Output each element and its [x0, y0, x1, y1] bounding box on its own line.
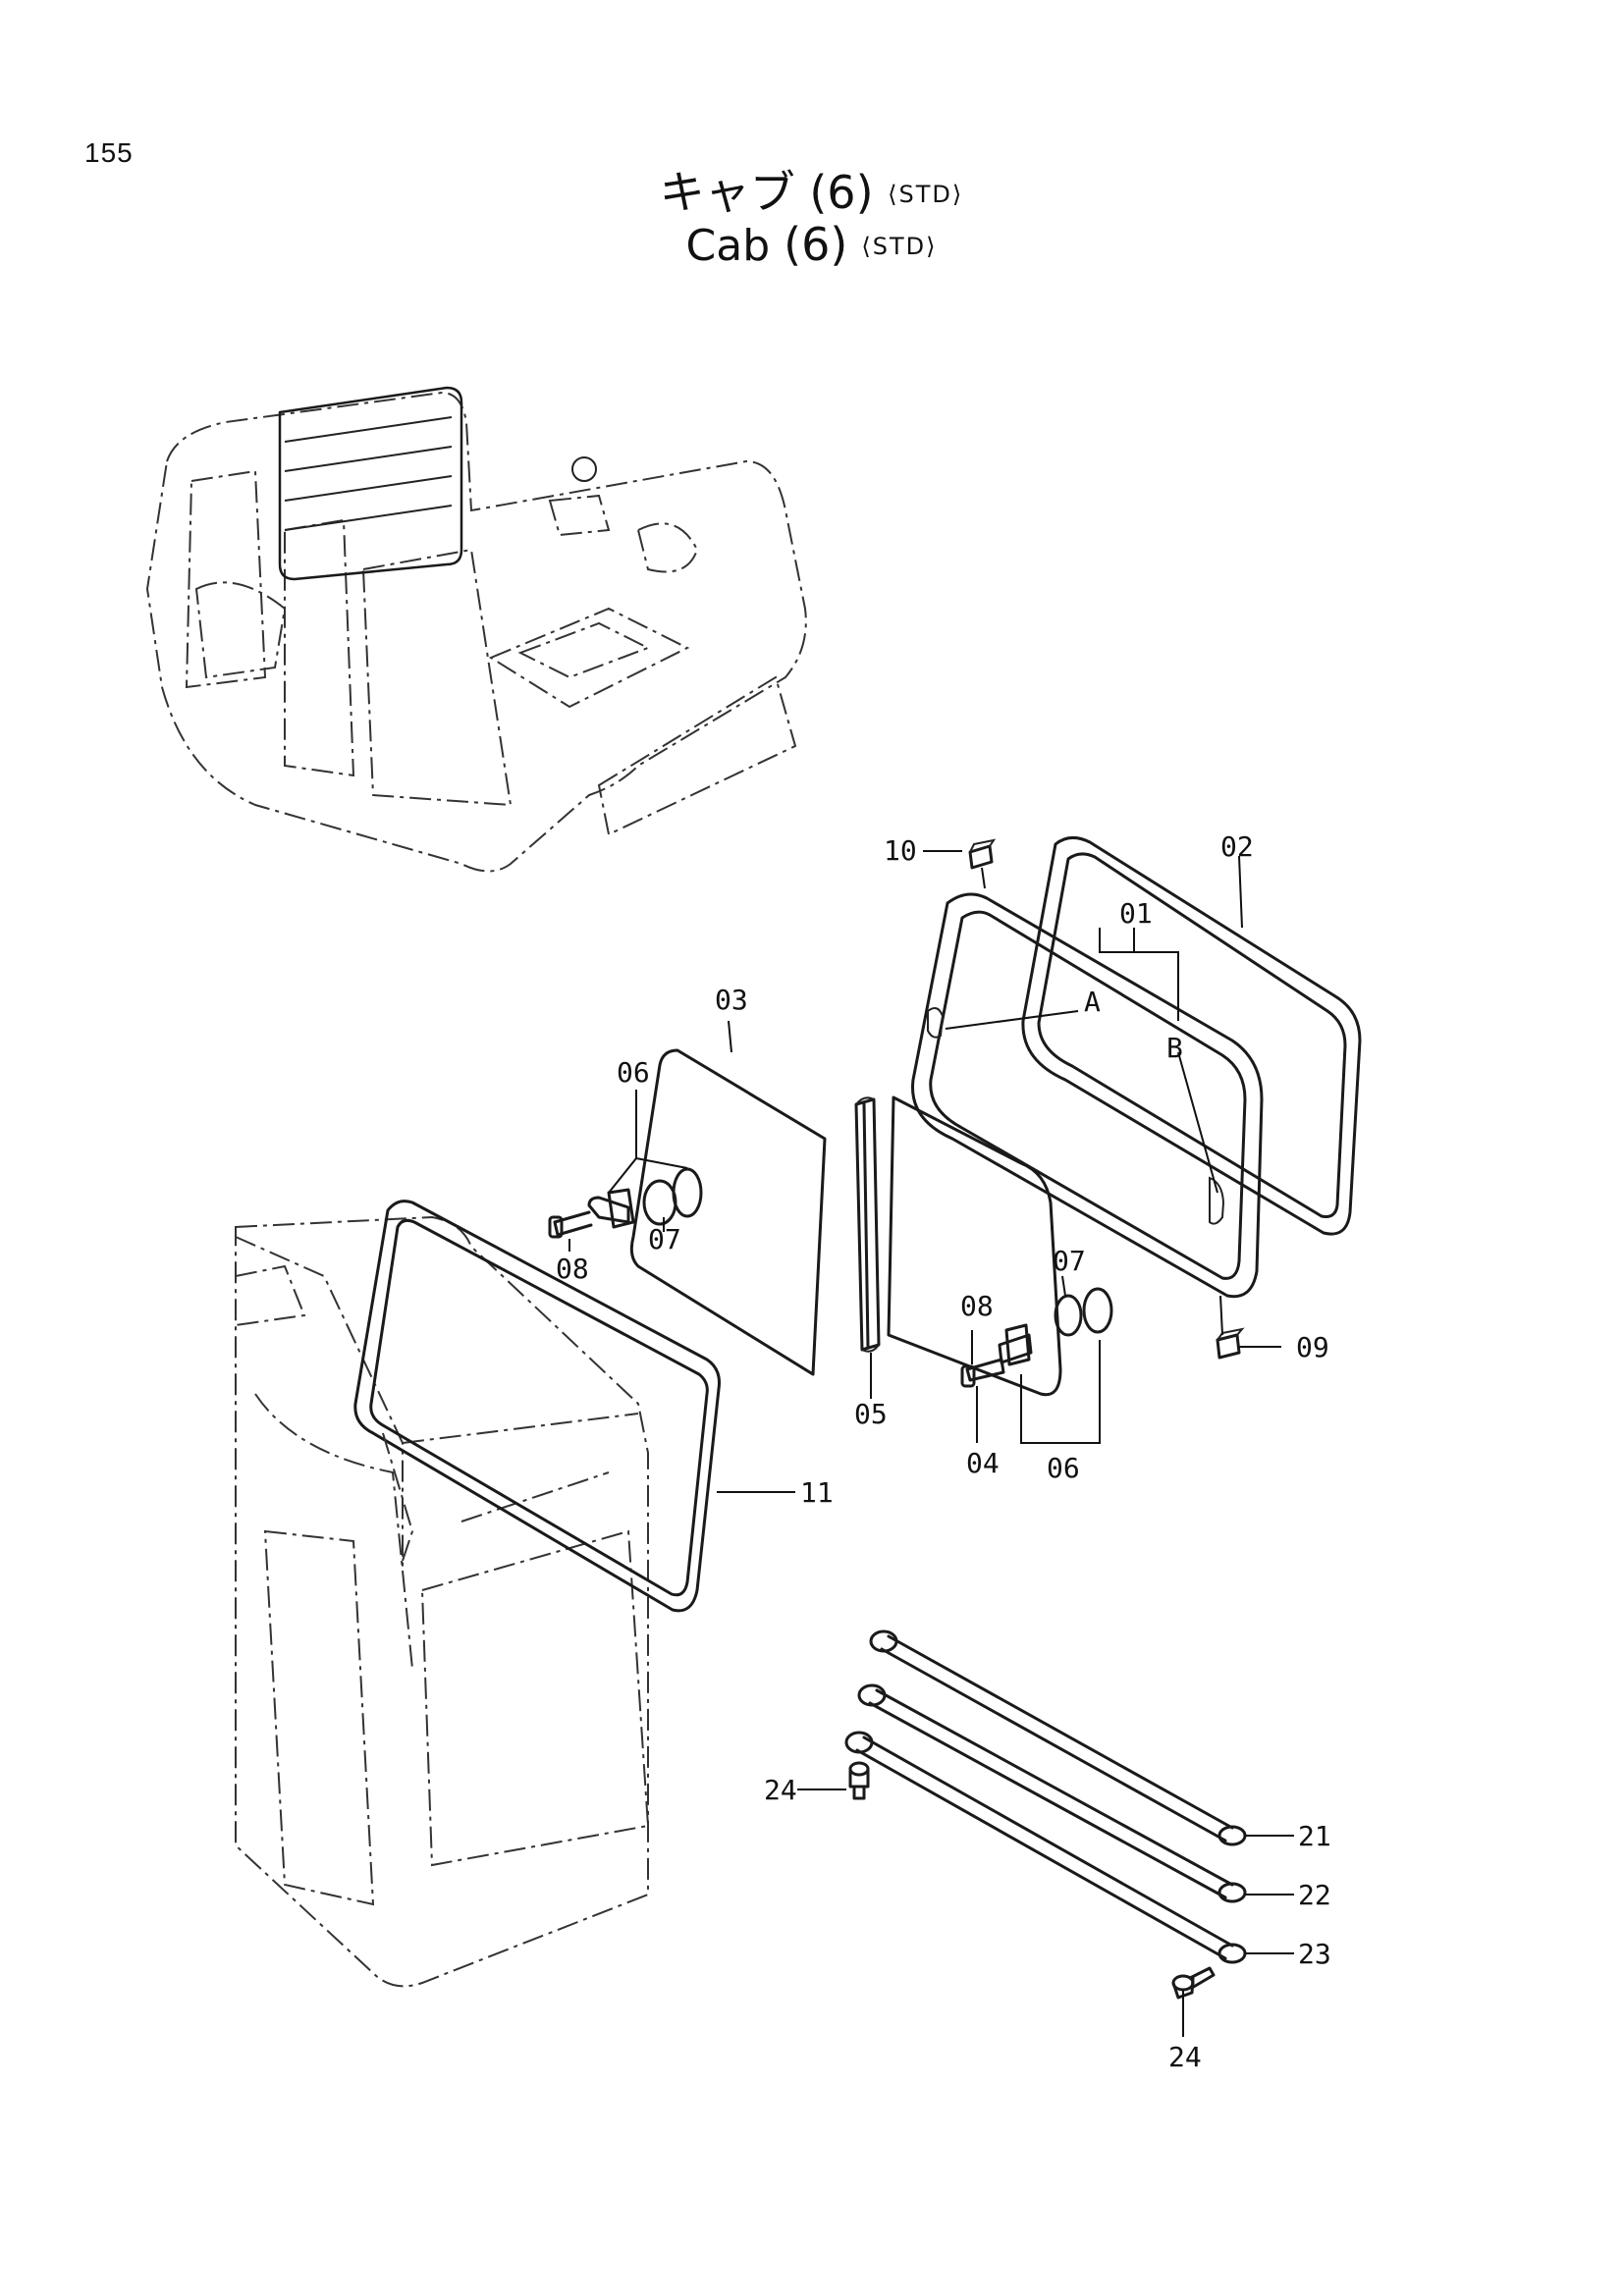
callout-11: 11	[800, 1476, 834, 1509]
callout-06-right: 06	[1047, 1452, 1080, 1484]
callout-06-left: 06	[617, 1056, 650, 1089]
latch-assembly-left	[548, 1167, 703, 1239]
part-03-glass	[629, 1048, 827, 1376]
ref-a: A	[1084, 986, 1101, 1018]
callout-22: 22	[1298, 1879, 1331, 1911]
part-09-block	[1216, 1327, 1245, 1360]
callout-05: 05	[854, 1398, 888, 1430]
excavator-overview	[145, 386, 807, 873]
part-24-bolt-lower	[1171, 1966, 1216, 2000]
ref-b: B	[1166, 1032, 1183, 1064]
part-21-rod	[869, 1629, 1247, 1846]
callout-labels: 10 02 01 A B 03 06 07 08 07 08 09 05 04 …	[556, 830, 1331, 2073]
callout-09: 09	[1296, 1331, 1329, 1363]
part-24-bolt-upper	[848, 1761, 870, 1800]
callout-08-left: 08	[556, 1253, 589, 1285]
callout-02: 02	[1220, 830, 1254, 863]
title-jp-text: キャブ	[659, 166, 795, 219]
callout-24-lower: 24	[1168, 2041, 1202, 2073]
page-title-japanese: キャブ (6) ⟨STD⟩	[0, 157, 1623, 222]
callout-24-upper: 24	[764, 1774, 797, 1806]
callout-04: 04	[966, 1447, 1000, 1479]
part-01-frame	[911, 892, 1264, 1299]
page-number: 155	[84, 137, 134, 168]
callout-07-right: 07	[1053, 1245, 1086, 1277]
title-jp-number: (6)	[809, 166, 874, 219]
title-en-tag: ⟨STD⟩	[861, 233, 938, 260]
callout-10: 10	[884, 834, 917, 867]
callout-08-right: 08	[960, 1290, 994, 1322]
callout-03: 03	[715, 984, 748, 1016]
callout-01: 01	[1119, 897, 1153, 930]
part-02-seal	[1021, 836, 1362, 1236]
part-04-glass	[887, 1095, 1062, 1397]
part-23-rod	[844, 1731, 1247, 1964]
title-en-text: Cab	[685, 221, 771, 271]
callout-23: 23	[1298, 1938, 1331, 1970]
callout-07-left: 07	[648, 1223, 681, 1255]
callout-21: 21	[1298, 1820, 1331, 1852]
page-title-english: Cab (6) ⟨STD⟩	[0, 218, 1623, 271]
part-05-strip	[854, 1096, 881, 1353]
latch-assembly-right	[960, 1287, 1113, 1388]
part-10-block	[968, 838, 997, 870]
leader-lines	[568, 850, 1294, 2037]
title-en-number: (6)	[784, 218, 848, 271]
part-22-rod	[857, 1683, 1247, 1903]
title-jp-tag: ⟨STD⟩	[888, 181, 964, 208]
part-11-seal	[353, 1200, 721, 1613]
cab-body-outline	[235, 1215, 650, 1988]
